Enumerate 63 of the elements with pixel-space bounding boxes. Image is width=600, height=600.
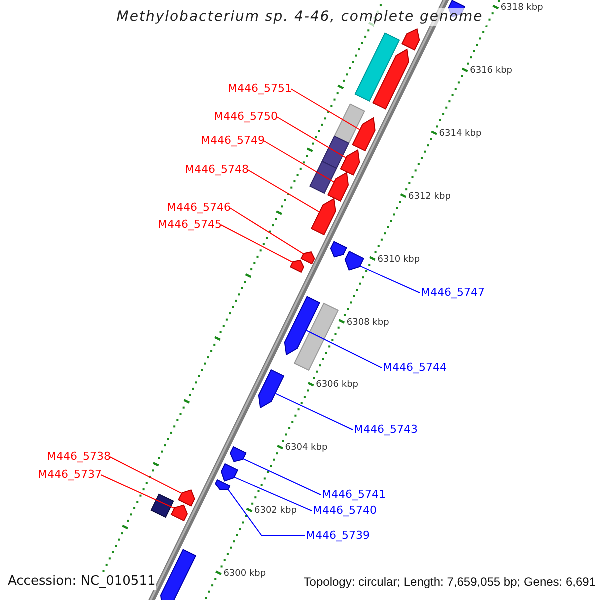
leader-line [276, 116, 347, 159]
tick-label: 6318 kbp [500, 3, 544, 14]
gene-block [150, 494, 174, 518]
gene-label: M446_5745 [158, 217, 222, 232]
gene-block [334, 104, 366, 144]
gene-block [322, 136, 350, 170]
gene-feature [340, 149, 360, 176]
gene-feature [178, 490, 196, 507]
leader-line [230, 208, 304, 255]
gene-feature [344, 250, 364, 271]
leader-line [228, 489, 306, 536]
tick-label: 6300 kbp [224, 569, 266, 580]
leader-line [248, 170, 320, 213]
leader-line [360, 266, 420, 294]
gene-block [294, 302, 340, 372]
gene-label: M446_5749 [201, 133, 265, 148]
gene-block [354, 32, 400, 102]
leader-line [264, 140, 335, 183]
gene-feature [372, 48, 410, 110]
gene-feature [327, 172, 350, 202]
gene-label: M446_5737 [38, 467, 102, 482]
gene-feature [290, 260, 304, 274]
info-text: Topology: circular; Length: 7,659,055 bp; Genes: 6,691 [304, 574, 596, 590]
leader-line [274, 393, 354, 430]
gene-label: M446_5750 [214, 109, 278, 124]
leader-line [234, 476, 312, 512]
gene-block [310, 160, 338, 194]
gene-feature [215, 479, 231, 490]
tick-label: 6314 kbp [439, 129, 482, 140]
gene-label: M446_5738 [47, 449, 111, 464]
gene-label: M446_5746 [167, 200, 231, 215]
tick-label: 6304 kbp [285, 443, 328, 454]
gene-label: M446_5741 [322, 487, 386, 502]
gene-feature [300, 252, 316, 265]
tick-label: 6308 kbp [346, 318, 390, 329]
gene-feature [258, 369, 285, 409]
leader-line [100, 474, 176, 509]
leader-line [220, 224, 294, 263]
gene-feature [160, 549, 197, 600]
gene-feature [170, 504, 188, 522]
tick-label: 6306 kbp [316, 380, 358, 392]
gene-label: M446_5740 [313, 503, 377, 518]
gene-feature [220, 463, 239, 482]
leader-line [110, 456, 182, 494]
gene-feature [230, 446, 247, 462]
gene-feature [284, 296, 320, 356]
gene-label: M446_5744 [383, 360, 447, 375]
tick-label: 6302 kbp [254, 506, 297, 518]
gene-label: M446_5748 [185, 162, 249, 177]
leader-line [290, 88, 361, 130]
leader-line [306, 330, 382, 368]
gene-label: M446_5739 [306, 528, 370, 543]
tick-label: 6310 kbp [378, 254, 420, 266]
info-text: Accession: NC_010511 [8, 574, 156, 590]
tick-label: 6316 kbp [470, 66, 512, 78]
gene-feature [330, 241, 348, 258]
tick-label: 6312 kbp [408, 192, 451, 203]
gene-feature [310, 198, 336, 236]
leader-line [242, 458, 322, 496]
gene-label: M446_5751 [228, 81, 292, 96]
gene-label: M446_5747 [421, 285, 485, 300]
gene-label: M446_5743 [354, 422, 418, 437]
gene-feature [352, 117, 376, 152]
